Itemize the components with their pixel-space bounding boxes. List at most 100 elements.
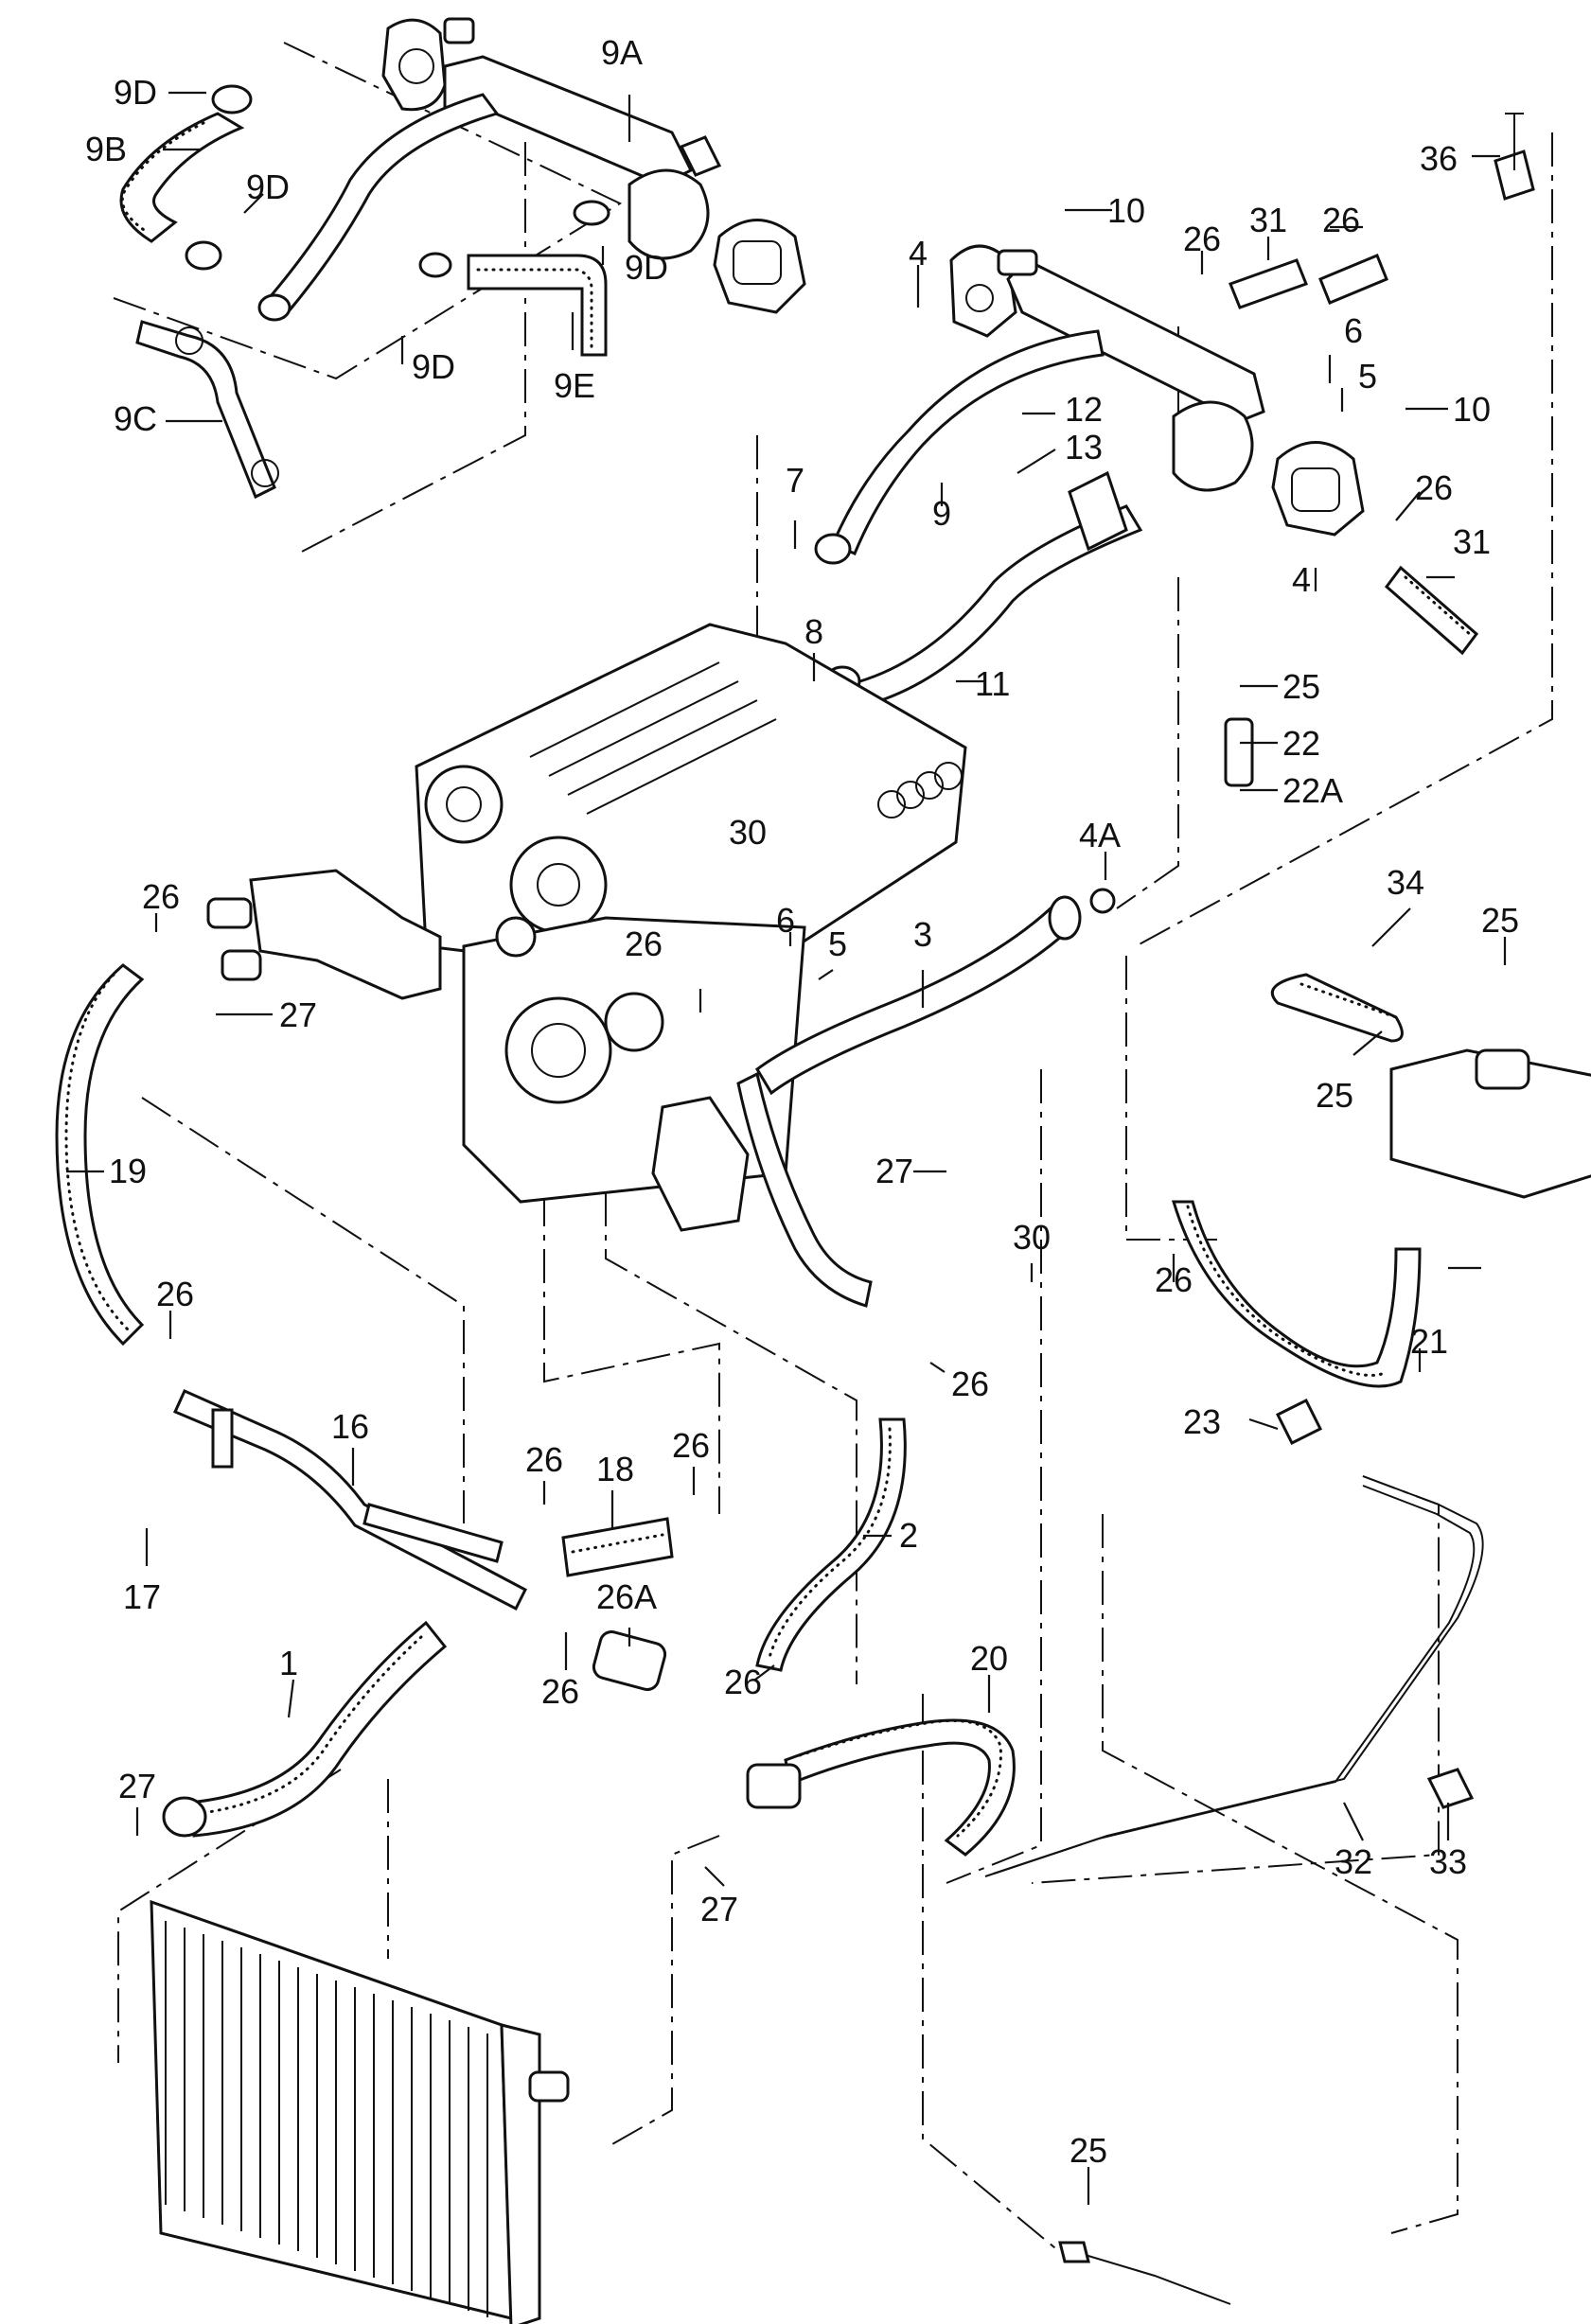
callout-label: 34 xyxy=(1387,863,1424,902)
flange-9A-square xyxy=(733,240,782,285)
coolant-flange-nipple xyxy=(206,897,253,929)
pipe-9C-tab-lower xyxy=(251,459,279,487)
callout-label: 26 xyxy=(672,1426,710,1465)
callout-label: 9A xyxy=(601,33,643,72)
hose-9B-pattern xyxy=(120,121,205,234)
callout-label: 26 xyxy=(156,1275,194,1313)
right-assembly xyxy=(984,113,1591,1877)
leader-lines xyxy=(66,91,1507,2205)
thermostat-housing-9A xyxy=(628,168,710,260)
callout-label: 17 xyxy=(123,1577,161,1616)
callout-label: 27 xyxy=(875,1152,913,1190)
group-9-boundary-right xyxy=(297,142,526,555)
line-32-parallel xyxy=(984,1485,1476,1877)
group-3-boundary xyxy=(946,1069,1042,1884)
pipe-9-long-end xyxy=(257,293,292,322)
callout-label: 18 xyxy=(596,1450,634,1488)
clip-23 xyxy=(1275,1398,1323,1446)
hose-21-pattern xyxy=(1186,1205,1388,1377)
sensor-22 xyxy=(1224,717,1254,787)
group-boundaries xyxy=(113,42,1553,2253)
hose-19-body xyxy=(55,963,145,1347)
callout-label: 1 xyxy=(279,1644,298,1682)
engine-pulley-centre xyxy=(509,836,608,934)
callout-label: 26 xyxy=(525,1440,563,1479)
hose-2 xyxy=(755,1417,907,1672)
flange-4-left-bore xyxy=(965,284,994,312)
callout-label: 26 xyxy=(1183,220,1221,258)
group-25-boundary-right xyxy=(1102,1514,1458,2234)
callout-label: 27 xyxy=(279,995,317,1034)
clamp-9D-c xyxy=(418,252,452,278)
callout-label: 26 xyxy=(142,877,180,916)
callout-label: 8 xyxy=(804,612,823,651)
clamp-9D-a xyxy=(211,84,253,114)
water-pump-housing xyxy=(651,1096,750,1232)
pipe-3-assembly xyxy=(736,888,1116,1308)
callout-label: 11 xyxy=(975,664,1010,703)
pipe-group-9 xyxy=(119,17,806,500)
bracket-9A xyxy=(679,135,722,177)
hose-20-pattern xyxy=(798,1718,1002,1838)
coolant-pipe-assembly xyxy=(814,244,1365,712)
clamp-9D-d xyxy=(573,200,610,226)
callout-label: 9D xyxy=(412,347,455,386)
callout-label: 19 xyxy=(109,1152,147,1190)
radiator-outlet xyxy=(528,2070,570,2103)
callout-label: 9D xyxy=(625,248,668,287)
flange-right-bore xyxy=(1291,467,1340,512)
engine-block xyxy=(415,623,967,1232)
nipple-top xyxy=(997,249,1038,276)
callout-label: 36 xyxy=(1420,139,1458,178)
pipe-16-branch xyxy=(362,1503,504,1563)
callout-label: 25 xyxy=(1282,667,1320,706)
pipe-11 xyxy=(840,504,1143,712)
thermostat-right xyxy=(1172,400,1254,492)
callout-label: 4A xyxy=(1079,816,1121,854)
hose-19 xyxy=(55,963,145,1347)
group-36-boundary xyxy=(1135,132,1553,947)
group-2-boundary xyxy=(605,1136,857,1684)
callout-label: 22 xyxy=(1282,724,1320,763)
callout-label: 9E xyxy=(554,366,595,405)
engine-intake-runners xyxy=(529,661,777,815)
nipple-9A xyxy=(443,17,475,44)
expansion-tank xyxy=(1389,1048,1591,1199)
callout-labels: 9D 9B 9D 9C 9A 9D 9D 9E 10 26 31 26 36 4… xyxy=(85,33,1519,2170)
callout-label: 12 xyxy=(1065,390,1103,429)
hose-31-top-right xyxy=(1318,254,1388,305)
callout-label: 26 xyxy=(625,924,663,963)
hose-9E xyxy=(467,254,608,357)
pipe-16-bracket xyxy=(211,1408,234,1469)
thermostat-flange-9A xyxy=(713,219,806,314)
flange-right-square xyxy=(1271,441,1365,537)
radiator xyxy=(150,1899,1231,2324)
engine-pulley-right xyxy=(604,992,664,1052)
clamp-9D-b xyxy=(185,240,222,271)
callout-label: 33 xyxy=(1429,1842,1467,1881)
callout-label: 7 xyxy=(786,461,804,500)
callout-label: 26A xyxy=(596,1577,657,1616)
callout-label: 26 xyxy=(951,1364,989,1403)
engine-pulley-main-hub xyxy=(531,1023,586,1078)
pipe-9A xyxy=(443,55,694,186)
clip-33 xyxy=(1426,1768,1475,1809)
callout-label: 9D xyxy=(114,73,157,112)
flange-9A-bore xyxy=(398,48,434,84)
hose-9E-pattern xyxy=(476,268,593,352)
radiator-body xyxy=(150,1899,513,2320)
callout-label: 30 xyxy=(729,813,767,852)
hose-31-lower-pattern xyxy=(1404,575,1474,638)
callout-label: 16 xyxy=(331,1407,369,1446)
radiator-boundary-27 xyxy=(605,1835,720,2149)
callout-label: 22A xyxy=(1282,771,1343,810)
group-32-boundary xyxy=(1031,1475,1440,1884)
radiator-fins xyxy=(165,1921,488,2317)
hose-20-body xyxy=(784,1718,1016,1857)
callout-label: 9 xyxy=(932,494,951,533)
hose-20-fitting xyxy=(746,1763,802,1809)
pipe-9C xyxy=(135,320,276,500)
group-31-link xyxy=(1116,577,1179,909)
pipe-3-end xyxy=(1048,895,1082,941)
